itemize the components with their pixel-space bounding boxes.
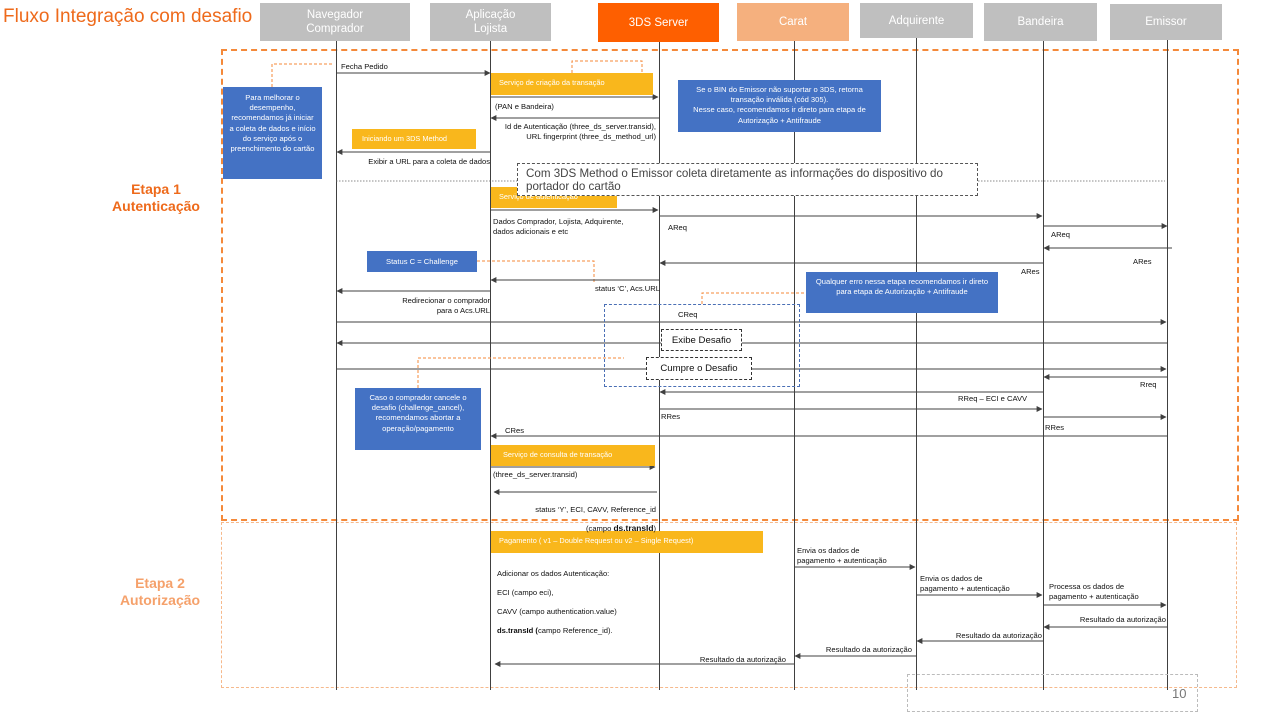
- lifeline-emissor: [1167, 40, 1168, 690]
- cumpre-desafio-note: Cumpre o Desafio: [646, 357, 752, 380]
- page-number: 10: [1172, 686, 1187, 701]
- msg-creq: CReq: [678, 310, 698, 319]
- msg-status-c: status ‘C’, Acs.URL: [595, 284, 660, 293]
- msg-fecha-pedido: Fecha Pedido: [341, 62, 388, 71]
- note-cancel: Caso o comprador cancele o desafio (chal…: [355, 388, 481, 450]
- service-criacao-bar: Serviço de criação da transação: [491, 73, 653, 95]
- msg-pan: (PAN e Bandeira): [495, 102, 554, 111]
- stage2-frame: [221, 522, 1237, 688]
- msg-areq-2: AReq: [1051, 230, 1070, 239]
- msg-adicionar-l1: Adicionar os dados Autenticação:: [497, 568, 610, 578]
- msg-areq-1: AReq: [668, 223, 687, 232]
- actor-server: 3DS Server: [598, 3, 719, 42]
- msg-resultado-3: Resultado da autorização: [825, 645, 912, 654]
- actor-navegador: Navegador Comprador: [260, 3, 410, 41]
- msg-adicionar-l2: ECI (campo eci),: [497, 587, 554, 597]
- service-consulta-bar: Serviço de consulta de transação: [491, 445, 655, 466]
- actor-carat: Carat: [737, 3, 849, 41]
- actor-bandeira: Bandeira: [984, 3, 1097, 41]
- msg-dados-comprador: Dados Comprador, Lojista, Adquirente, da…: [493, 217, 624, 236]
- lifeline-loja: [490, 41, 491, 690]
- service-pagamento-bar: Pagamento ( v1 – Double Request ou v2 – …: [491, 531, 763, 553]
- msg-status-y-bold: ds.transId: [613, 522, 654, 533]
- msg-adicionar-l4: campo Reference_id).: [537, 626, 613, 636]
- msg-rres-1: RRes: [661, 412, 680, 421]
- msg-rreq-2: RReq – ECI e CAVV: [958, 394, 1028, 403]
- note-erro: Qualquer erro nessa etapa recomendamos i…: [806, 272, 998, 313]
- note-desempenho: Para melhorar o desempenho, recomendamos…: [223, 87, 322, 179]
- actor-emissor: Emissor: [1110, 4, 1222, 40]
- note-3ds-method: Com 3DS Method o Emissor coleta diretame…: [517, 163, 978, 196]
- lifeline-navegador: [336, 41, 337, 690]
- msg-resultado-4: Resultado da autorização: [699, 655, 786, 664]
- lifeline-adquirente: [916, 38, 917, 690]
- msg-cres: CRes: [505, 426, 524, 435]
- msg-adicionar-bold: ds.transId (: [497, 626, 538, 636]
- service-method-bar: Iniciando um 3DS Method: [352, 129, 476, 149]
- msg-status-y: status ‘Y’, ECI, CAVV, Reference_id (cam…: [490, 495, 656, 533]
- msg-status-y-pre: (campo: [586, 523, 614, 533]
- msg-resultado-2: Resultado da autorização: [955, 631, 1042, 640]
- msg-exibir-url: Exibir a URL para a coleta de dados: [368, 157, 490, 166]
- msg-three-ds-transid: (three_ds_server.transid): [493, 470, 578, 479]
- stage2-label: Etapa 2 Autorização: [119, 575, 201, 608]
- note-bin: Se o BIN do Emissor não suportar o 3DS, …: [678, 80, 881, 132]
- actor-adquirente: Adquirente: [860, 3, 973, 38]
- stage1-frame: [221, 49, 1239, 521]
- msg-redirecionar: Redirecionar o comprador para o Acs.URL: [402, 296, 490, 315]
- msg-envia-2: Envia os dados de pagamento + autenticaç…: [920, 574, 1010, 593]
- msg-ares-2: ARes: [1021, 267, 1040, 276]
- diagram-title: Fluxo Integração com desafio: [3, 6, 253, 27]
- exibe-desafio-note: Exibe Desafio: [661, 329, 742, 351]
- msg-status-y-post: ): [653, 523, 656, 533]
- page-number-frame: [907, 674, 1198, 712]
- lifeline-carat: [794, 41, 795, 690]
- msg-envia-1: Envia os dados de pagamento + autenticaç…: [797, 546, 887, 565]
- msg-rres-2: RRes: [1045, 423, 1064, 432]
- lifeline-bandeira: [1043, 41, 1044, 690]
- stage1-label: Etapa 1 Autenticação: [112, 181, 200, 214]
- msg-adicionar-dados: Adicionar os dados Autenticação: ECI (ca…: [497, 559, 617, 636]
- msg-id-autenticacao: Id de Autenticação (three_ds_server.tran…: [504, 122, 656, 141]
- msg-processa: Processa os dados de pagamento + autenti…: [1049, 582, 1139, 601]
- note-challenge: Status C = Challenge: [367, 251, 477, 272]
- msg-adicionar-l3: CAVV (campo authentication.value): [497, 606, 617, 616]
- msg-ares-1: ARes: [1133, 257, 1152, 266]
- actor-loja: Aplicação Lojista: [430, 3, 551, 41]
- msg-status-y-line1: status ‘Y’, ECI, CAVV, Reference_id: [535, 504, 656, 514]
- challenge-group-box: [604, 304, 800, 387]
- msg-resultado-1: Resultado da autorização: [1079, 615, 1166, 624]
- msg-rreq-1: Rreq: [1140, 380, 1157, 389]
